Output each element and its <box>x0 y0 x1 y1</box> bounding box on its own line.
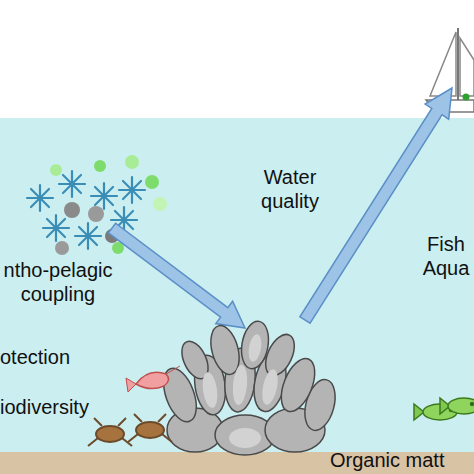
crab-leg <box>88 438 98 446</box>
flow-arrow <box>300 88 452 323</box>
shrimp <box>126 366 180 392</box>
boat-sail <box>430 32 456 96</box>
phytoplankton <box>50 155 167 255</box>
label-text: Organic matt <box>330 448 444 472</box>
crab-claw <box>134 414 142 422</box>
fish-body <box>448 398 474 414</box>
algae-cell <box>94 160 106 172</box>
diatom <box>75 223 101 249</box>
diatom <box>43 215 69 241</box>
crab-claw <box>158 414 166 422</box>
crab-body <box>96 426 124 442</box>
fish <box>414 398 474 420</box>
label-text: Water quality <box>250 165 330 213</box>
crab-leg <box>162 434 172 442</box>
diatom <box>119 177 145 203</box>
label-text: Fish Aqua <box>418 232 474 280</box>
shell-highlight <box>247 333 264 363</box>
label-text: iodiversity <box>0 395 89 419</box>
diatom <box>27 185 53 211</box>
shell-highlight <box>201 371 220 409</box>
shrimp-body <box>136 372 169 388</box>
shell-highlight <box>231 364 248 405</box>
sky <box>0 0 474 118</box>
label-text: ntho-pelagic coupling <box>0 258 116 306</box>
boat-mast <box>457 28 459 100</box>
label-text: otection <box>0 345 70 369</box>
oyster-shell-detail <box>201 333 281 448</box>
shell-highlight <box>259 368 280 406</box>
oyster-shell <box>260 330 300 380</box>
boat-buoy <box>463 94 470 101</box>
algae-cell <box>50 164 62 176</box>
shrimp-tail <box>126 378 136 392</box>
particle <box>88 206 104 222</box>
algae-cell <box>145 175 159 189</box>
crab-claw <box>94 418 102 426</box>
crab-body <box>136 422 164 438</box>
oyster-reef <box>157 319 340 455</box>
crab-claw <box>118 418 126 426</box>
particle <box>55 241 69 255</box>
shrimp-antenna <box>166 366 180 374</box>
crab-leg <box>128 434 138 442</box>
shell-highlight <box>229 428 261 448</box>
flow-arrow <box>108 223 245 328</box>
fish-eye <box>471 403 474 406</box>
algae-cell <box>125 155 139 169</box>
crabs <box>88 414 172 446</box>
particle <box>64 202 80 218</box>
algae-cell <box>153 197 167 211</box>
boat-sail <box>460 38 474 96</box>
diatom <box>59 171 85 197</box>
diatom <box>91 183 117 209</box>
